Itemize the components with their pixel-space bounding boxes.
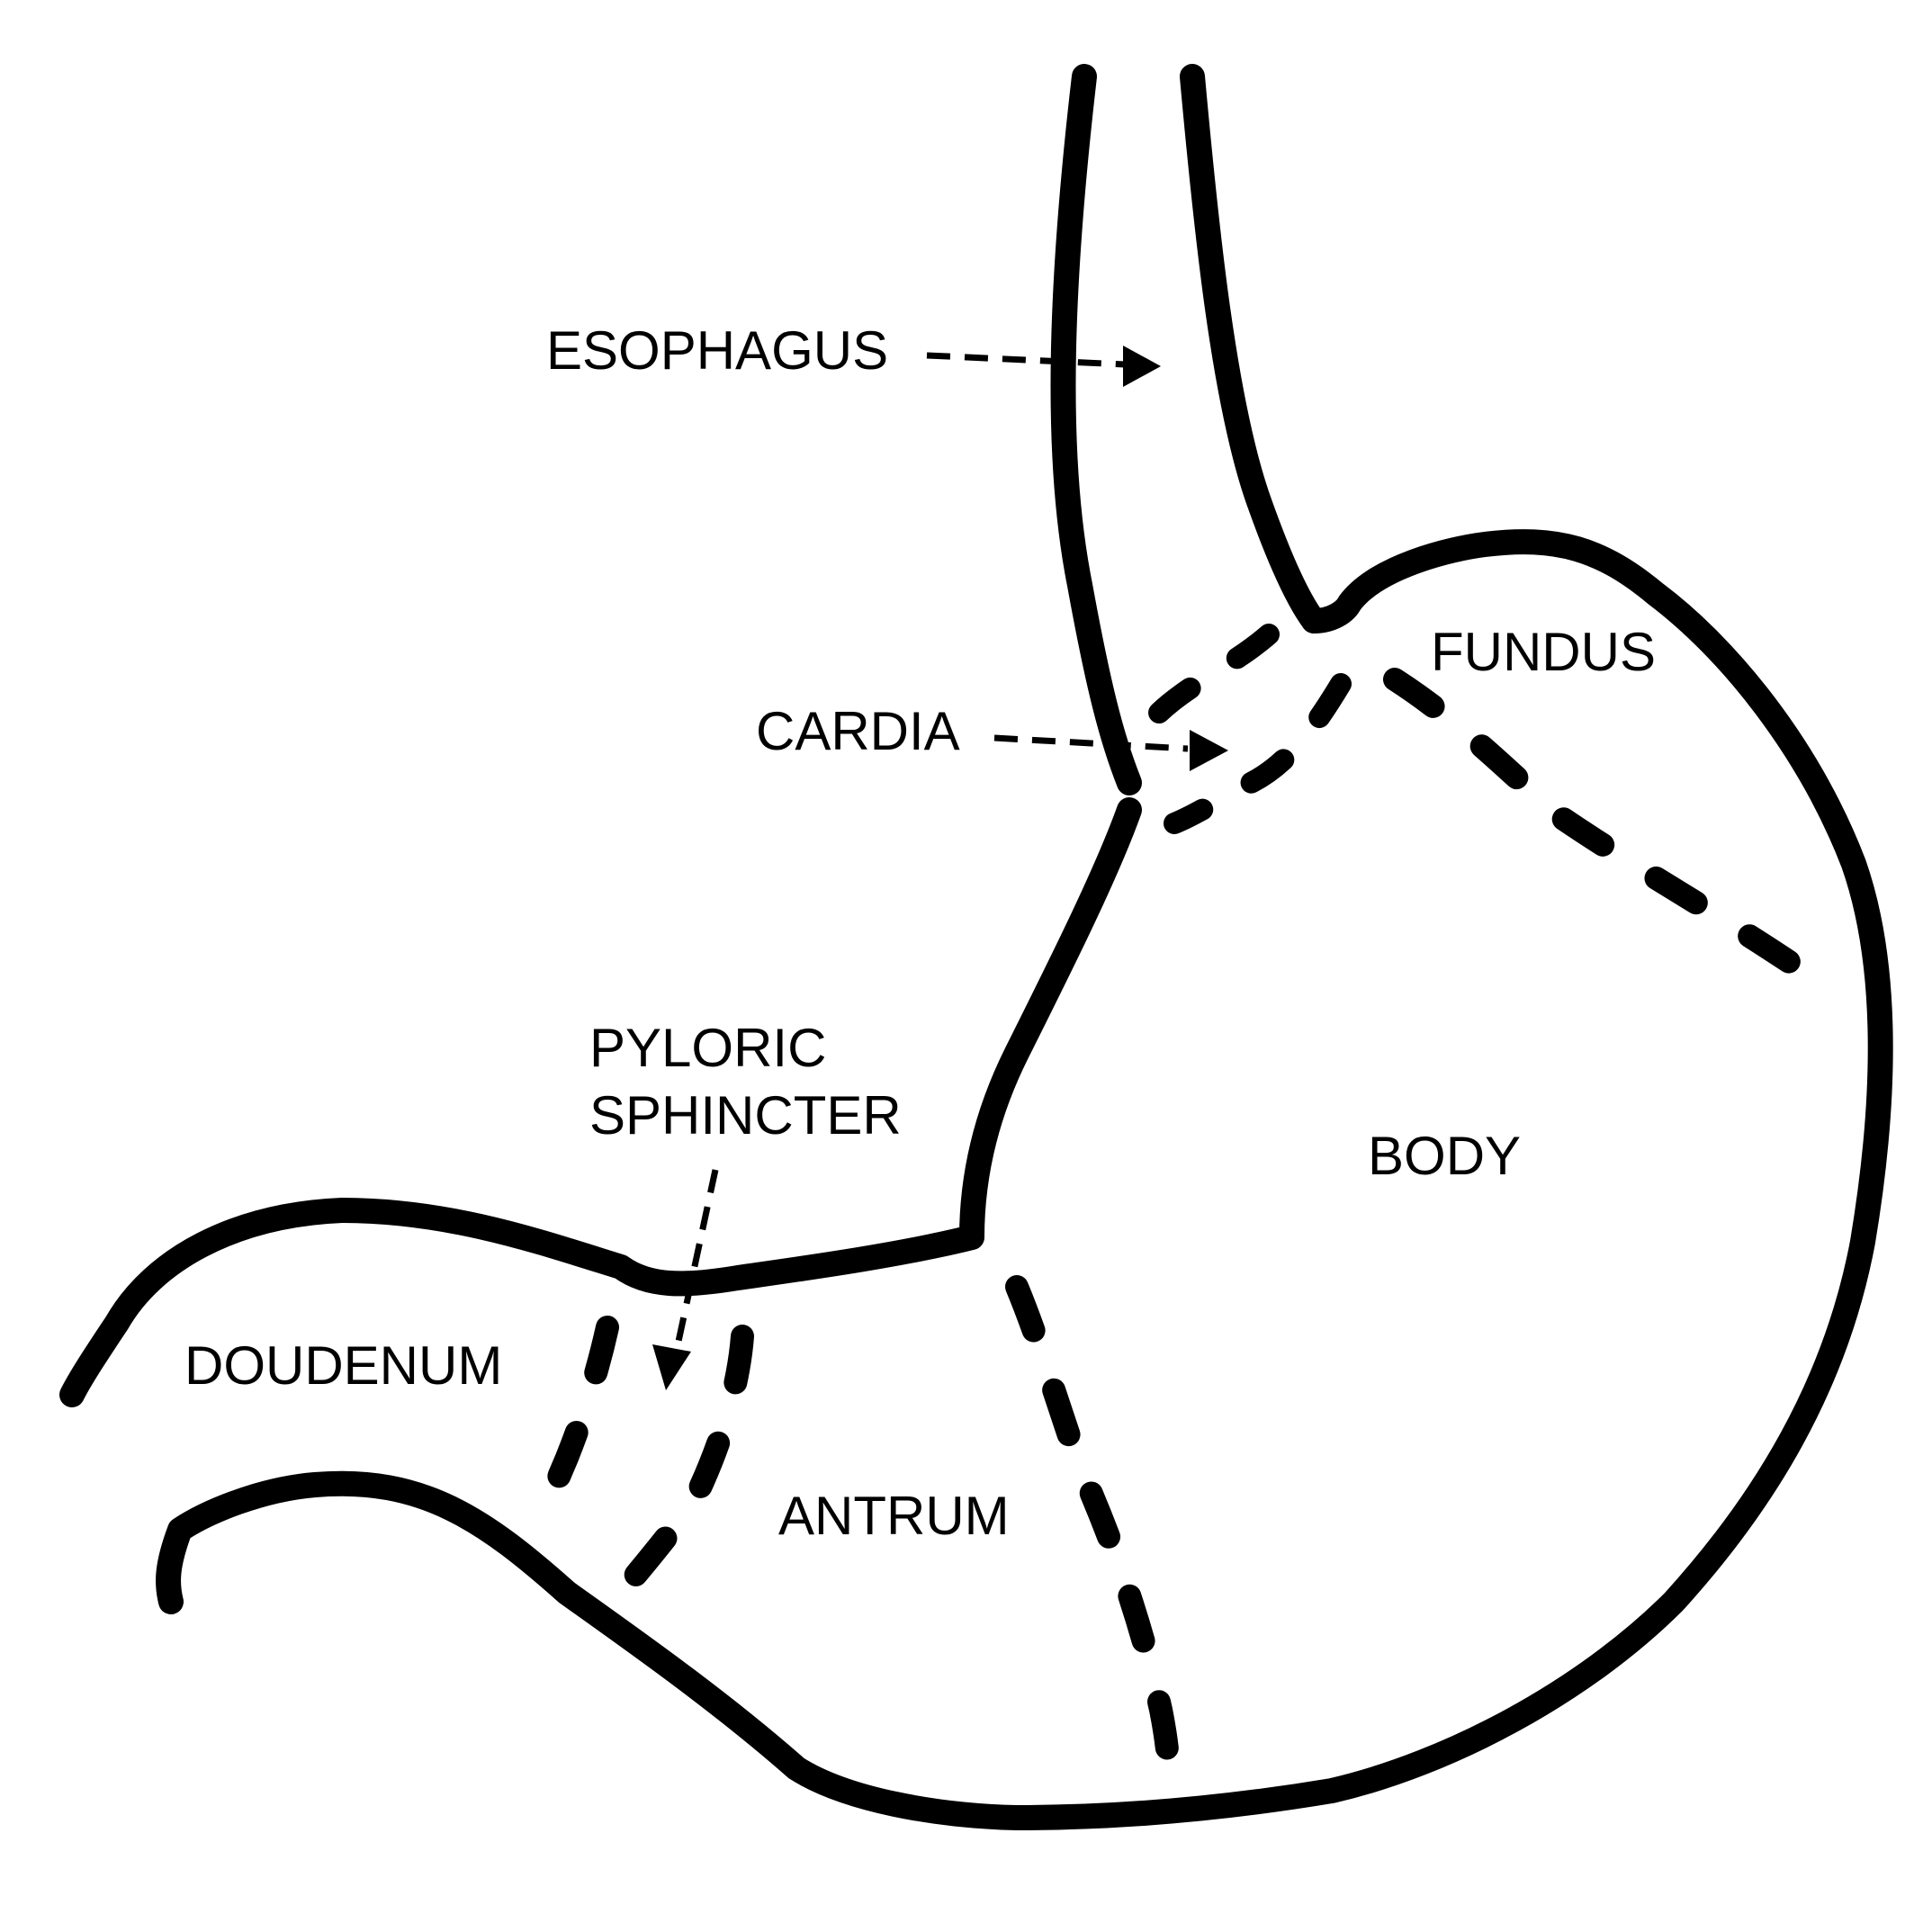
region-boundaries [540, 634, 1791, 1800]
label-esophagus: ESOPHAGUS [546, 320, 888, 381]
pylorus-right-boundary [621, 1336, 742, 1593]
pylorus-left-boundary [540, 1327, 607, 1530]
esophagus-right-wall [1192, 76, 1314, 621]
label-cardia: CARDIA [756, 701, 960, 761]
label-antrum: ANTRUM [778, 1486, 1010, 1546]
stomach-outline [72, 76, 1881, 1818]
body-antrum-boundary [1017, 1287, 1170, 1800]
label-duodenum: DOUDENUM [184, 1335, 502, 1396]
label-body: BODY [1368, 1126, 1521, 1186]
label-pyloric-line2: SPHINCTER [589, 1085, 902, 1146]
cardia-upper-boundary [1156, 634, 1269, 715]
labels: ESOPHAGUS CARDIA FUNDUS BODY PYLORIC SPH… [184, 320, 1656, 1546]
fundus-body-boundary [1395, 679, 1791, 963]
label-pyloric-line1: PYLORIC [589, 1018, 826, 1078]
esophagus-arrow [927, 346, 1161, 387]
esophagus-left-wall [1063, 76, 1129, 783]
label-fundus: FUNDUS [1431, 622, 1656, 682]
greater-curvature [168, 542, 1881, 1818]
